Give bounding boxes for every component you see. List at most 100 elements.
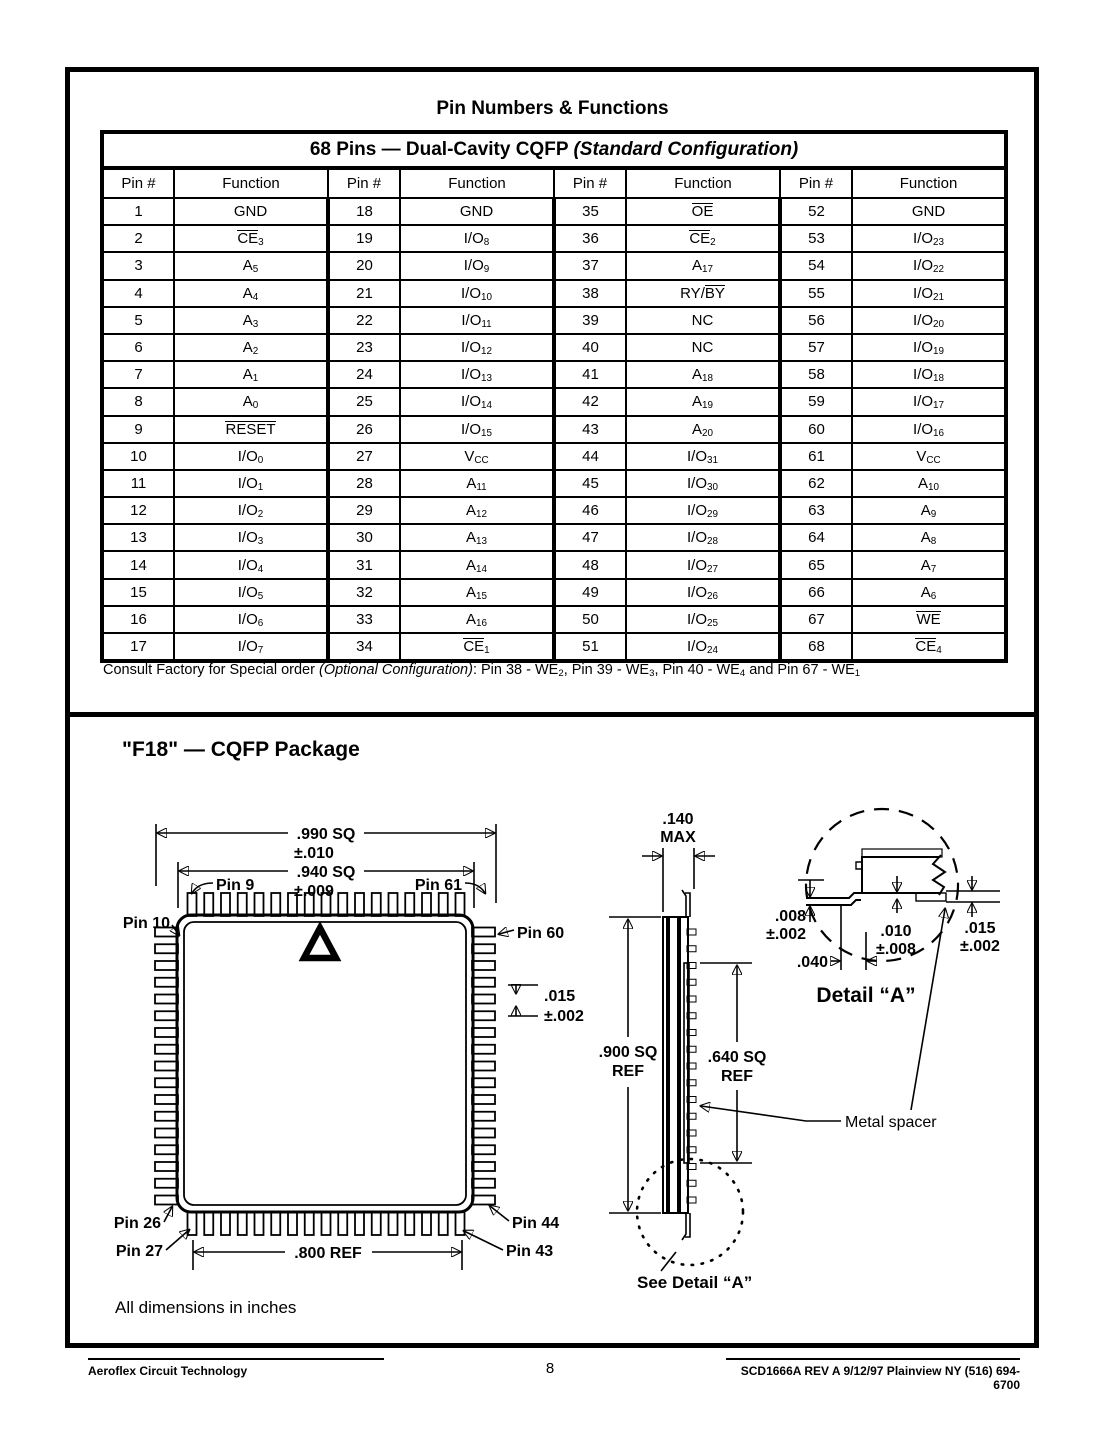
pin-number-cell: 52: [778, 196, 853, 227]
pin-number-cell: 27: [326, 441, 401, 471]
table-title-config: (Standard Configuration): [573, 139, 799, 160]
side-bottom-lead: [681, 1213, 691, 1241]
pin-number-cell: 38: [552, 278, 627, 308]
column-header: Function: [625, 167, 781, 199]
function-cell: CE4: [850, 631, 1008, 663]
function-cell: GND: [850, 196, 1008, 227]
side-lead-pads: [686, 928, 697, 1204]
pin-number-cell: 59: [778, 387, 853, 417]
function-cell: A2: [173, 332, 329, 363]
pin-number-cell: 55: [778, 278, 853, 308]
pin-number-cell: 47: [552, 523, 627, 553]
dim-900-ref: REF: [612, 1063, 644, 1080]
label-pin44: Pin 44: [512, 1215, 559, 1232]
note-italic: (Optional Configuration): [318, 662, 473, 678]
function-cell: I/O20: [850, 305, 1008, 335]
dim-010-tol: ±.008: [876, 941, 916, 958]
function-cell: RESET: [173, 414, 329, 444]
pin-number-cell: 29: [326, 496, 401, 526]
function-cell: VCC: [850, 441, 1008, 471]
dim-015-detail-tol: ±.002: [960, 938, 1000, 955]
function-cell: A18: [625, 360, 781, 390]
table-title-main: 68 Pins — Dual-Cavity CQFP: [309, 139, 574, 160]
pin-number-cell: 20: [326, 251, 401, 281]
dim-800: .800 REF: [294, 1245, 362, 1262]
function-cell: A7: [850, 550, 1008, 580]
function-cell: I/O19: [850, 332, 1008, 363]
pin-number-cell: 9: [101, 414, 175, 444]
function-cell: A0: [173, 387, 329, 417]
package-body-inner: [183, 921, 467, 1206]
function-cell: I/O2: [173, 496, 329, 526]
function-cell: GND: [173, 196, 329, 227]
pin-number-cell: 34: [326, 631, 401, 663]
pin-number-cell: 35: [552, 196, 627, 227]
dim-640-ref: REF: [721, 1068, 753, 1085]
function-cell: CE3: [173, 224, 329, 254]
label-pin26: Pin 26: [114, 1215, 161, 1232]
pin-number-cell: 7: [101, 360, 175, 390]
top-view: .990 SQ ±.010 .940 SQ ±.009 Pin 9 Pin 61…: [114, 824, 584, 1270]
function-cell: VCC: [399, 441, 555, 471]
dim-940: .940 SQ: [297, 864, 356, 881]
detail-break-line: [931, 854, 947, 896]
function-cell: I/O5: [173, 577, 329, 607]
pin-number-cell: 42: [552, 387, 627, 417]
function-cell: I/O7: [173, 631, 329, 663]
pin-number-cell: 13: [101, 523, 175, 553]
pin-number-cell: 65: [778, 550, 853, 580]
pin-functions-table: 68 Pins — Dual-Cavity CQFP (Standard Con…: [100, 130, 1009, 664]
pin-number-cell: 57: [778, 332, 853, 363]
function-cell: I/O11: [399, 305, 555, 335]
dim-015: .015: [544, 988, 575, 1005]
function-cell: NC: [625, 332, 781, 363]
function-cell: A13: [399, 523, 555, 553]
pin-number-cell: 19: [326, 224, 401, 254]
label-see-detail: See Detail “A”: [637, 1273, 752, 1292]
pin-number-cell: 11: [101, 468, 175, 499]
pin-number-cell: 14: [101, 550, 175, 580]
function-cell: A6: [850, 577, 1008, 607]
function-cell: I/O14: [399, 387, 555, 417]
pin-number-cell: 37: [552, 251, 627, 281]
pin-number-cell: 16: [101, 604, 175, 635]
pin-number-cell: 56: [778, 305, 853, 335]
dim-010: .010: [880, 923, 911, 940]
function-cell: I/O26: [625, 577, 781, 607]
function-cell: I/O1: [173, 468, 329, 499]
pin-number-cell: 23: [326, 332, 401, 363]
function-cell: WE: [850, 604, 1008, 635]
function-cell: A5: [173, 251, 329, 281]
pin-number-cell: 62: [778, 468, 853, 499]
dim-900: .900 SQ: [599, 1044, 658, 1061]
function-cell: A4: [173, 278, 329, 308]
function-cell: I/O29: [625, 496, 781, 526]
footer-page-number: 8: [545, 1360, 555, 1377]
pin-number-cell: 5: [101, 305, 175, 335]
column-header: Function: [173, 167, 329, 199]
pin-number-cell: 2: [101, 224, 175, 254]
label-metal-spacer: Metal spacer: [845, 1114, 937, 1131]
side-body: [668, 916, 679, 1214]
pin-number-cell: 51: [552, 631, 627, 663]
pin-number-cell: 63: [778, 496, 853, 526]
function-cell: I/O18: [850, 360, 1008, 390]
function-cell: I/O0: [173, 441, 329, 471]
dim-990-tol: ±.010: [294, 845, 334, 862]
pin-number-cell: 31: [326, 550, 401, 580]
pin1-index-triangle-icon: [298, 921, 342, 962]
pin-number-cell: 45: [552, 468, 627, 499]
side-lid: [662, 916, 668, 1214]
function-cell: I/O16: [850, 414, 1008, 444]
function-cell: I/O25: [625, 604, 781, 635]
function-cell: I/O6: [173, 604, 329, 635]
